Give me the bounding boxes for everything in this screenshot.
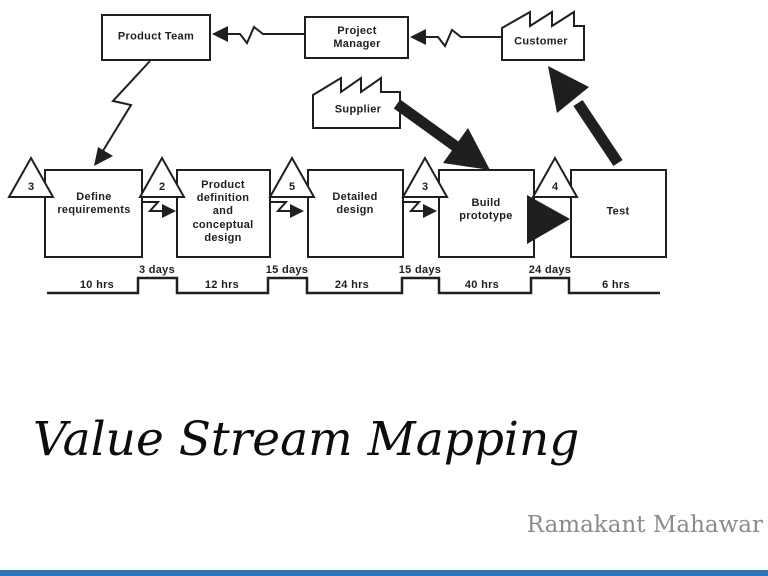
process-label-define-requirements: Define requirements [57, 190, 131, 216]
material-arrow-supplier-line [393, 99, 462, 153]
arrowhead-push-2 [290, 204, 304, 218]
customer-factory-icon [501, 10, 585, 61]
process-time-3: 24 hrs [334, 279, 370, 291]
vsm-diagram [7, 10, 667, 295]
slide-title: Value Stream Mapping [33, 412, 580, 467]
timeline-ladder [47, 276, 660, 295]
footer-bar [0, 570, 768, 576]
push-arrow-3 [403, 201, 425, 212]
wait-time-1: 3 days [138, 264, 176, 276]
process-label-detailed-design: Detailed design [332, 190, 378, 216]
arrowhead-push-3 [423, 204, 437, 218]
process-box-product-definition [176, 169, 271, 258]
inventory-count-1: 3 [27, 181, 35, 193]
wait-time-2: 15 days [265, 264, 309, 276]
process-box-detailed-design [307, 169, 404, 258]
inventory-triangle-4 [401, 155, 449, 198]
process-time-2: 12 hrs [204, 279, 240, 291]
supplier-label: Supplier [334, 103, 382, 116]
arrowhead-team-to-process [94, 147, 113, 166]
inventory-triangle-2 [138, 155, 186, 198]
info-arrow-customer-to-pm [424, 28, 502, 48]
inventory-triangle-5 [531, 155, 579, 198]
project-manager-box [304, 16, 409, 59]
product-team-box [101, 14, 211, 61]
wait-time-4: 24 days [528, 264, 572, 276]
push-arrow-2 [270, 201, 292, 212]
push-triangle-build-to-test [527, 195, 570, 244]
inventory-count-4: 3 [421, 181, 429, 193]
inventory-count-2: 2 [158, 181, 166, 193]
process-label-product-definition: Product definition and conceptual design [192, 179, 254, 244]
product-team-label: Product Team [117, 30, 195, 43]
arrowhead-customer-to-pm [410, 29, 426, 45]
info-arrow-team-to-process [100, 60, 151, 155]
material-arrow-supplier-head [443, 128, 490, 170]
info-arrow-pm-to-team [226, 25, 305, 45]
push-arrow-1 [142, 201, 164, 212]
material-arrow-test-line [573, 99, 623, 167]
arrowhead-push-1 [162, 204, 176, 218]
material-arrow-test-head [548, 66, 589, 113]
process-box-define-requirements [44, 169, 143, 258]
wait-time-3: 15 days [398, 264, 442, 276]
arrowhead-pm-to-team [212, 26, 228, 42]
process-box-test [570, 169, 667, 258]
project-manager-label: Project Manager [333, 24, 381, 50]
inventory-triangle-1 [7, 155, 55, 198]
inventory-count-3: 5 [288, 181, 296, 193]
author-credit: Ramakant Mahawar [526, 512, 763, 538]
process-label-test: Test [606, 205, 630, 218]
inventory-triangle-3 [268, 155, 316, 198]
process-time-4: 40 hrs [464, 279, 500, 291]
process-time-1: 10 hrs [79, 279, 115, 291]
inventory-count-5: 4 [551, 181, 559, 193]
customer-label: Customer [514, 35, 568, 48]
process-label-build-prototype: Build prototype [459, 196, 513, 222]
process-time-5: 6 hrs [602, 279, 630, 291]
